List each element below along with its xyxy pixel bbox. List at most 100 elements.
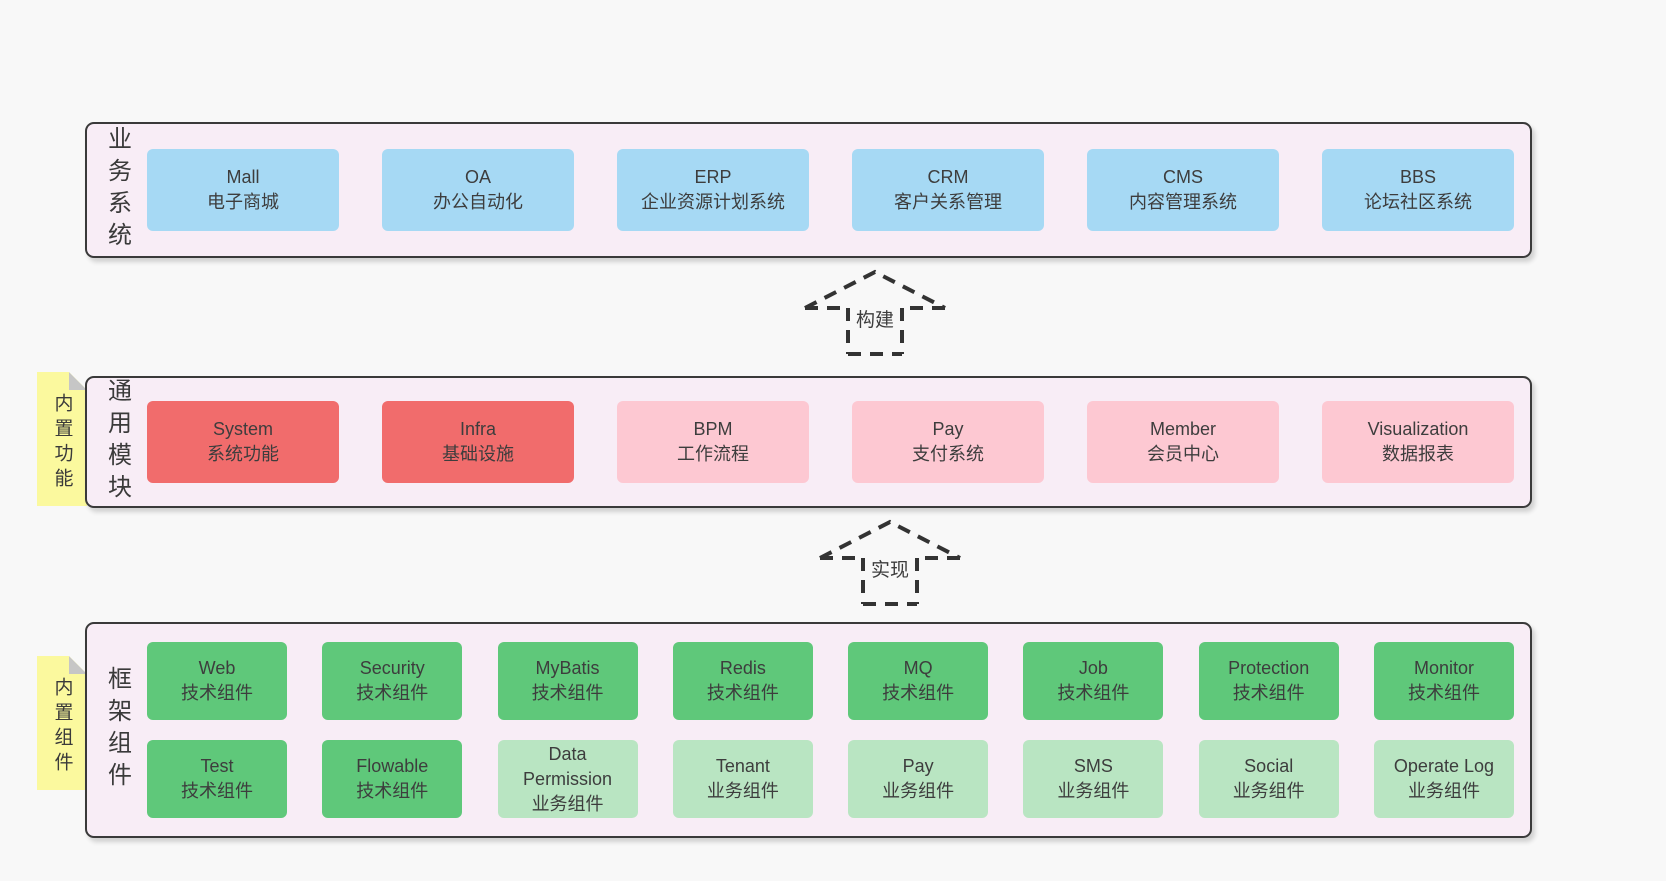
box-title: OA xyxy=(464,167,491,187)
layer-label-column: 通用模块 xyxy=(87,378,147,506)
box-pay-component: Pay 业务组件 xyxy=(848,740,989,818)
box-title: Data Permission xyxy=(523,743,613,789)
box-title: Infra xyxy=(459,419,497,439)
box-system: System 系统功能 xyxy=(147,401,339,483)
box-infra: Infra 基础设施 xyxy=(382,401,574,483)
arrow-label-implement: 实现 xyxy=(866,554,914,583)
box-title: Redis xyxy=(719,658,766,678)
sticky-note-built-in-functions: 内置功能 xyxy=(37,372,87,506)
box-title: CMS xyxy=(1163,167,1203,187)
layer-common-modules: 通用模块 System 系统功能 Infra 基础设施 BPM 工作流程 Pay… xyxy=(85,376,1532,508)
box-sms: SMS 业务组件 xyxy=(1023,740,1164,818)
box-job: Job 技术组件 xyxy=(1023,642,1164,720)
box-title: CRM xyxy=(927,167,969,187)
box-subtitle: 技术组件 xyxy=(882,683,955,703)
box-subtitle: 业务组件 xyxy=(1057,781,1130,801)
box-title: Web xyxy=(198,658,236,678)
box-subtitle: 企业资源计划系统 xyxy=(641,192,785,212)
box-security: Security 技术组件 xyxy=(322,642,463,720)
note-label: 内置组件 xyxy=(51,677,73,777)
box-subtitle: 技术组件 xyxy=(181,781,253,801)
box-title: MQ xyxy=(903,658,933,678)
box-subtitle: 技术组件 xyxy=(1057,683,1130,703)
box-monitor: Monitor 技术组件 xyxy=(1373,642,1514,720)
component-row-2: Test 技术组件 Flowable 技术组件 Data Permission … xyxy=(147,740,1514,818)
box-flowable: Flowable 技术组件 xyxy=(322,740,463,818)
up-arrow-icon xyxy=(819,519,961,606)
dashed-up-arrow-build: 构建 xyxy=(800,266,950,360)
box-bpm: BPM 工作流程 xyxy=(617,401,809,483)
box-subtitle: 论坛社区系统 xyxy=(1364,192,1472,212)
box-mall: Mall 电子商城 xyxy=(147,149,339,231)
box-subtitle: 技术组件 xyxy=(181,683,253,703)
box-pay-module: Pay 支付系统 xyxy=(852,401,1044,483)
box-title: Visualization xyxy=(1367,419,1469,439)
box-visualization: Visualization 数据报表 xyxy=(1322,401,1514,483)
up-arrow-icon xyxy=(804,269,946,356)
box-subtitle: 业务组件 xyxy=(531,793,604,814)
box-erp: ERP 企业资源计划系统 xyxy=(617,149,809,231)
sticky-note-built-in-components: 内置组件 xyxy=(37,656,87,790)
box-title: Member xyxy=(1149,419,1216,439)
box-subtitle: 工作流程 xyxy=(677,444,749,464)
box-subtitle: 办公自动化 xyxy=(433,192,523,212)
box-operate-log: Operate Log 业务组件 xyxy=(1373,740,1514,818)
box-subtitle: 内容管理系统 xyxy=(1129,192,1237,212)
box-title: BPM xyxy=(693,419,733,439)
box-title: ERP xyxy=(694,167,732,187)
box-redis: Redis 技术组件 xyxy=(672,642,813,720)
box-subtitle: 技术组件 xyxy=(356,683,429,703)
layer-label-column: 框架组件 xyxy=(87,624,147,836)
layer-content: System 系统功能 Infra 基础设施 BPM 工作流程 Pay 支付系统… xyxy=(147,378,1530,506)
box-title: Security xyxy=(359,658,425,678)
box-bbs: BBS 论坛社区系统 xyxy=(1322,149,1514,231)
box-social: Social 业务组件 xyxy=(1198,740,1339,818)
dashed-up-arrow-implement: 实现 xyxy=(815,516,965,610)
box-subtitle: 支付系统 xyxy=(912,444,984,464)
box-mybatis: MyBatis 技术组件 xyxy=(497,642,638,720)
component-row-1: Web 技术组件 Security 技术组件 MyBatis 技术组件 Redi… xyxy=(147,642,1514,720)
box-subtitle: 业务组件 xyxy=(882,781,955,801)
layer-content: Web 技术组件 Security 技术组件 MyBatis 技术组件 Redi… xyxy=(147,624,1530,836)
box-title: Pay xyxy=(932,419,964,439)
layer-framework-components: 框架组件 Web 技术组件 Security 技术组件 MyBatis 技术组件… xyxy=(85,622,1532,838)
box-title: Test xyxy=(200,756,234,776)
box-title: Social xyxy=(1244,756,1294,776)
box-title: Monitor xyxy=(1413,658,1474,678)
layer-label-column: 业务系统 xyxy=(87,124,147,256)
box-tenant: Tenant 业务组件 xyxy=(672,740,813,818)
box-subtitle: 电子商城 xyxy=(207,192,279,212)
box-title: MyBatis xyxy=(535,658,600,678)
arrow-label-build: 构建 xyxy=(851,304,899,333)
box-subtitle: 业务组件 xyxy=(1232,781,1305,801)
box-title: Operate Log xyxy=(1393,756,1494,776)
layer-business-systems: 业务系统 Mall 电子商城 OA 办公自动化 ERP 企业资源计划系统 CRM… xyxy=(85,122,1532,258)
box-title: System xyxy=(212,419,273,439)
box-subtitle: 业务组件 xyxy=(1407,781,1480,801)
box-title: Protection xyxy=(1228,658,1310,678)
box-title: Job xyxy=(1078,658,1108,678)
layer-content: Mall 电子商城 OA 办公自动化 ERP 企业资源计划系统 CRM 客户关系… xyxy=(147,124,1530,256)
box-subtitle: 会员中心 xyxy=(1147,444,1219,464)
box-title: SMS xyxy=(1073,756,1113,776)
box-web: Web 技术组件 xyxy=(147,642,287,720)
box-title: Flowable xyxy=(356,756,429,776)
box-subtitle: 数据报表 xyxy=(1382,444,1454,464)
box-member: Member 会员中心 xyxy=(1087,401,1279,483)
box-title: Pay xyxy=(902,756,934,776)
box-subtitle: 客户关系管理 xyxy=(894,192,1002,212)
box-crm: CRM 客户关系管理 xyxy=(852,149,1044,231)
box-cms: CMS 内容管理系统 xyxy=(1087,149,1279,231)
box-subtitle: 技术组件 xyxy=(531,683,604,703)
box-subtitle: 技术组件 xyxy=(356,781,429,801)
box-subtitle: 业务组件 xyxy=(706,781,779,801)
box-subtitle: 基础设施 xyxy=(442,444,514,464)
box-subtitle: 系统功能 xyxy=(207,444,279,464)
note-label: 内置功能 xyxy=(51,393,73,493)
box-title: BBS xyxy=(1399,167,1437,187)
box-oa: OA 办公自动化 xyxy=(382,149,574,231)
layer-label: 通用模块 xyxy=(103,378,131,506)
box-test: Test 技术组件 xyxy=(147,740,287,818)
box-title: Mall xyxy=(226,167,260,187)
box-subtitle: 技术组件 xyxy=(1407,683,1480,703)
